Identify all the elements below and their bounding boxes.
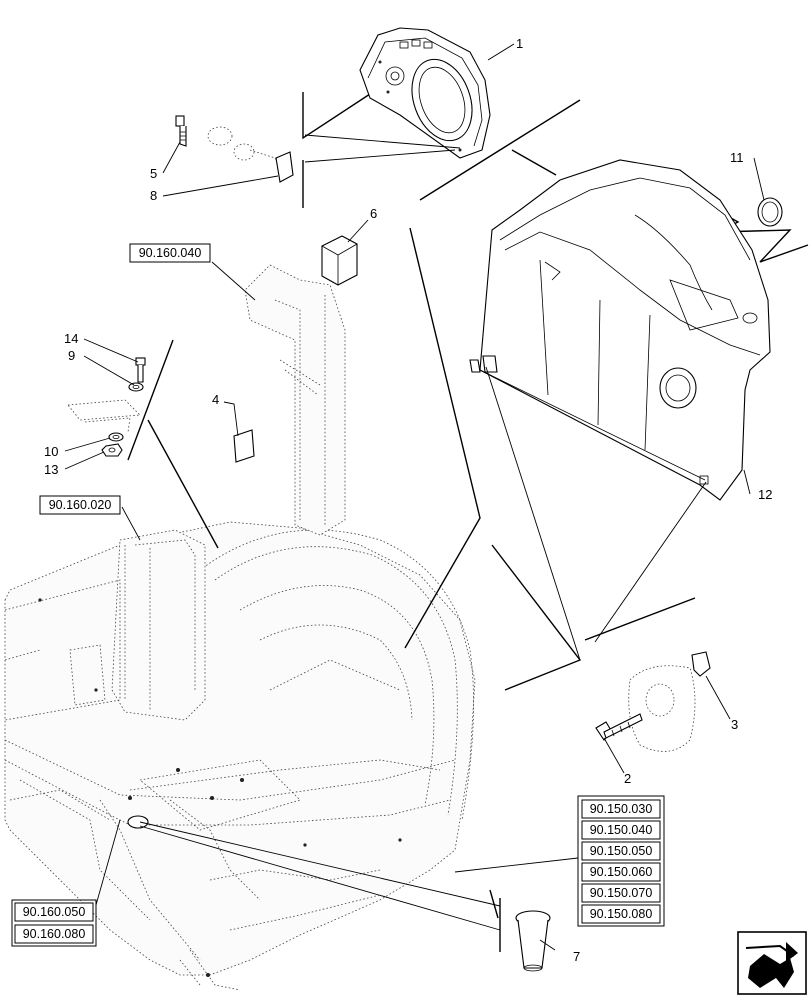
ref-box-90-160-050[interactable]: 90.160.050 xyxy=(14,902,94,922)
part-8-clip xyxy=(207,126,294,183)
callout-8: 8 xyxy=(150,188,157,203)
callout-13: 13 xyxy=(44,462,58,477)
callout-14: 14 xyxy=(64,331,78,346)
callout-6: 6 xyxy=(370,206,377,221)
ref-box-90-150-070[interactable]: 90.150.070 xyxy=(581,883,661,903)
callout-10: 10 xyxy=(44,444,58,459)
part-4-label xyxy=(233,429,255,463)
ref-box-90-160-040[interactable]: 90.160.040 xyxy=(129,243,211,263)
part-3-clip xyxy=(628,651,711,752)
callout-3: 3 xyxy=(731,717,738,732)
ref-group-90-150: 90.150.030 90.150.040 90.150.050 90.150.… xyxy=(577,795,665,927)
svg-text:90.150.030: 90.150.030 xyxy=(590,802,653,816)
ref-box-90-150-040[interactable]: 90.150.040 xyxy=(581,820,661,840)
svg-text:90.150.070: 90.150.070 xyxy=(590,886,653,900)
callout-2: 2 xyxy=(624,771,631,786)
svg-text:90.160.080: 90.160.080 xyxy=(23,927,86,941)
callout-7: 7 xyxy=(573,949,580,964)
svg-text:90.160.050: 90.160.050 xyxy=(23,905,86,919)
svg-text:90.160.020: 90.160.020 xyxy=(49,498,112,512)
ghost-bracket-small xyxy=(67,399,141,433)
part-10-washer xyxy=(108,432,124,442)
ref-box-90-160-080[interactable]: 90.160.080 xyxy=(14,924,94,944)
svg-text:90.160.040: 90.160.040 xyxy=(139,246,202,260)
callout-12: 12 xyxy=(758,487,772,502)
ref-box-90-150-030[interactable]: 90.150.030 xyxy=(581,799,661,819)
part-13-nut xyxy=(101,443,123,457)
svg-text:90.150.060: 90.150.060 xyxy=(590,865,653,879)
reference-boxes: 90.160.040 90.160.020 90.160.050 90.160.… xyxy=(11,243,665,947)
part-11-plug xyxy=(757,197,783,227)
part-1-cluster-cover xyxy=(359,27,491,159)
ref-box-90-150-060[interactable]: 90.150.060 xyxy=(581,862,661,882)
part-7-grommet xyxy=(515,910,551,972)
part-6-block xyxy=(321,235,358,286)
ref-group-90-160-bottom: 90.160.050 90.160.080 xyxy=(11,899,97,947)
next-page-arrow-icon[interactable] xyxy=(737,931,807,995)
svg-text:90.150.040: 90.150.040 xyxy=(590,823,653,837)
part-14-bolt xyxy=(135,357,146,383)
part-12-dash-panel xyxy=(469,159,771,501)
callout-numbers: 1 5 8 6 11 4 14 9 10 13 12 3 2 7 xyxy=(44,36,772,964)
part-5-screw xyxy=(175,115,187,147)
callout-9: 9 xyxy=(68,348,75,363)
callout-11: 11 xyxy=(730,150,744,165)
part-2-bolt xyxy=(595,713,643,741)
ref-box-90-160-020[interactable]: 90.160.020 xyxy=(39,495,121,515)
svg-text:90.150.050: 90.150.050 xyxy=(590,844,653,858)
ghost-cab-structure xyxy=(4,264,476,991)
ref-box-90-150-050[interactable]: 90.150.050 xyxy=(581,841,661,861)
svg-text:90.150.080: 90.150.080 xyxy=(590,907,653,921)
callout-5: 5 xyxy=(150,166,157,181)
callout-4: 4 xyxy=(212,392,219,407)
callout-1: 1 xyxy=(516,36,523,51)
leader-lines xyxy=(64,43,765,951)
ref-box-90-150-080[interactable]: 90.150.080 xyxy=(581,904,661,924)
part-9-washer xyxy=(128,382,144,392)
